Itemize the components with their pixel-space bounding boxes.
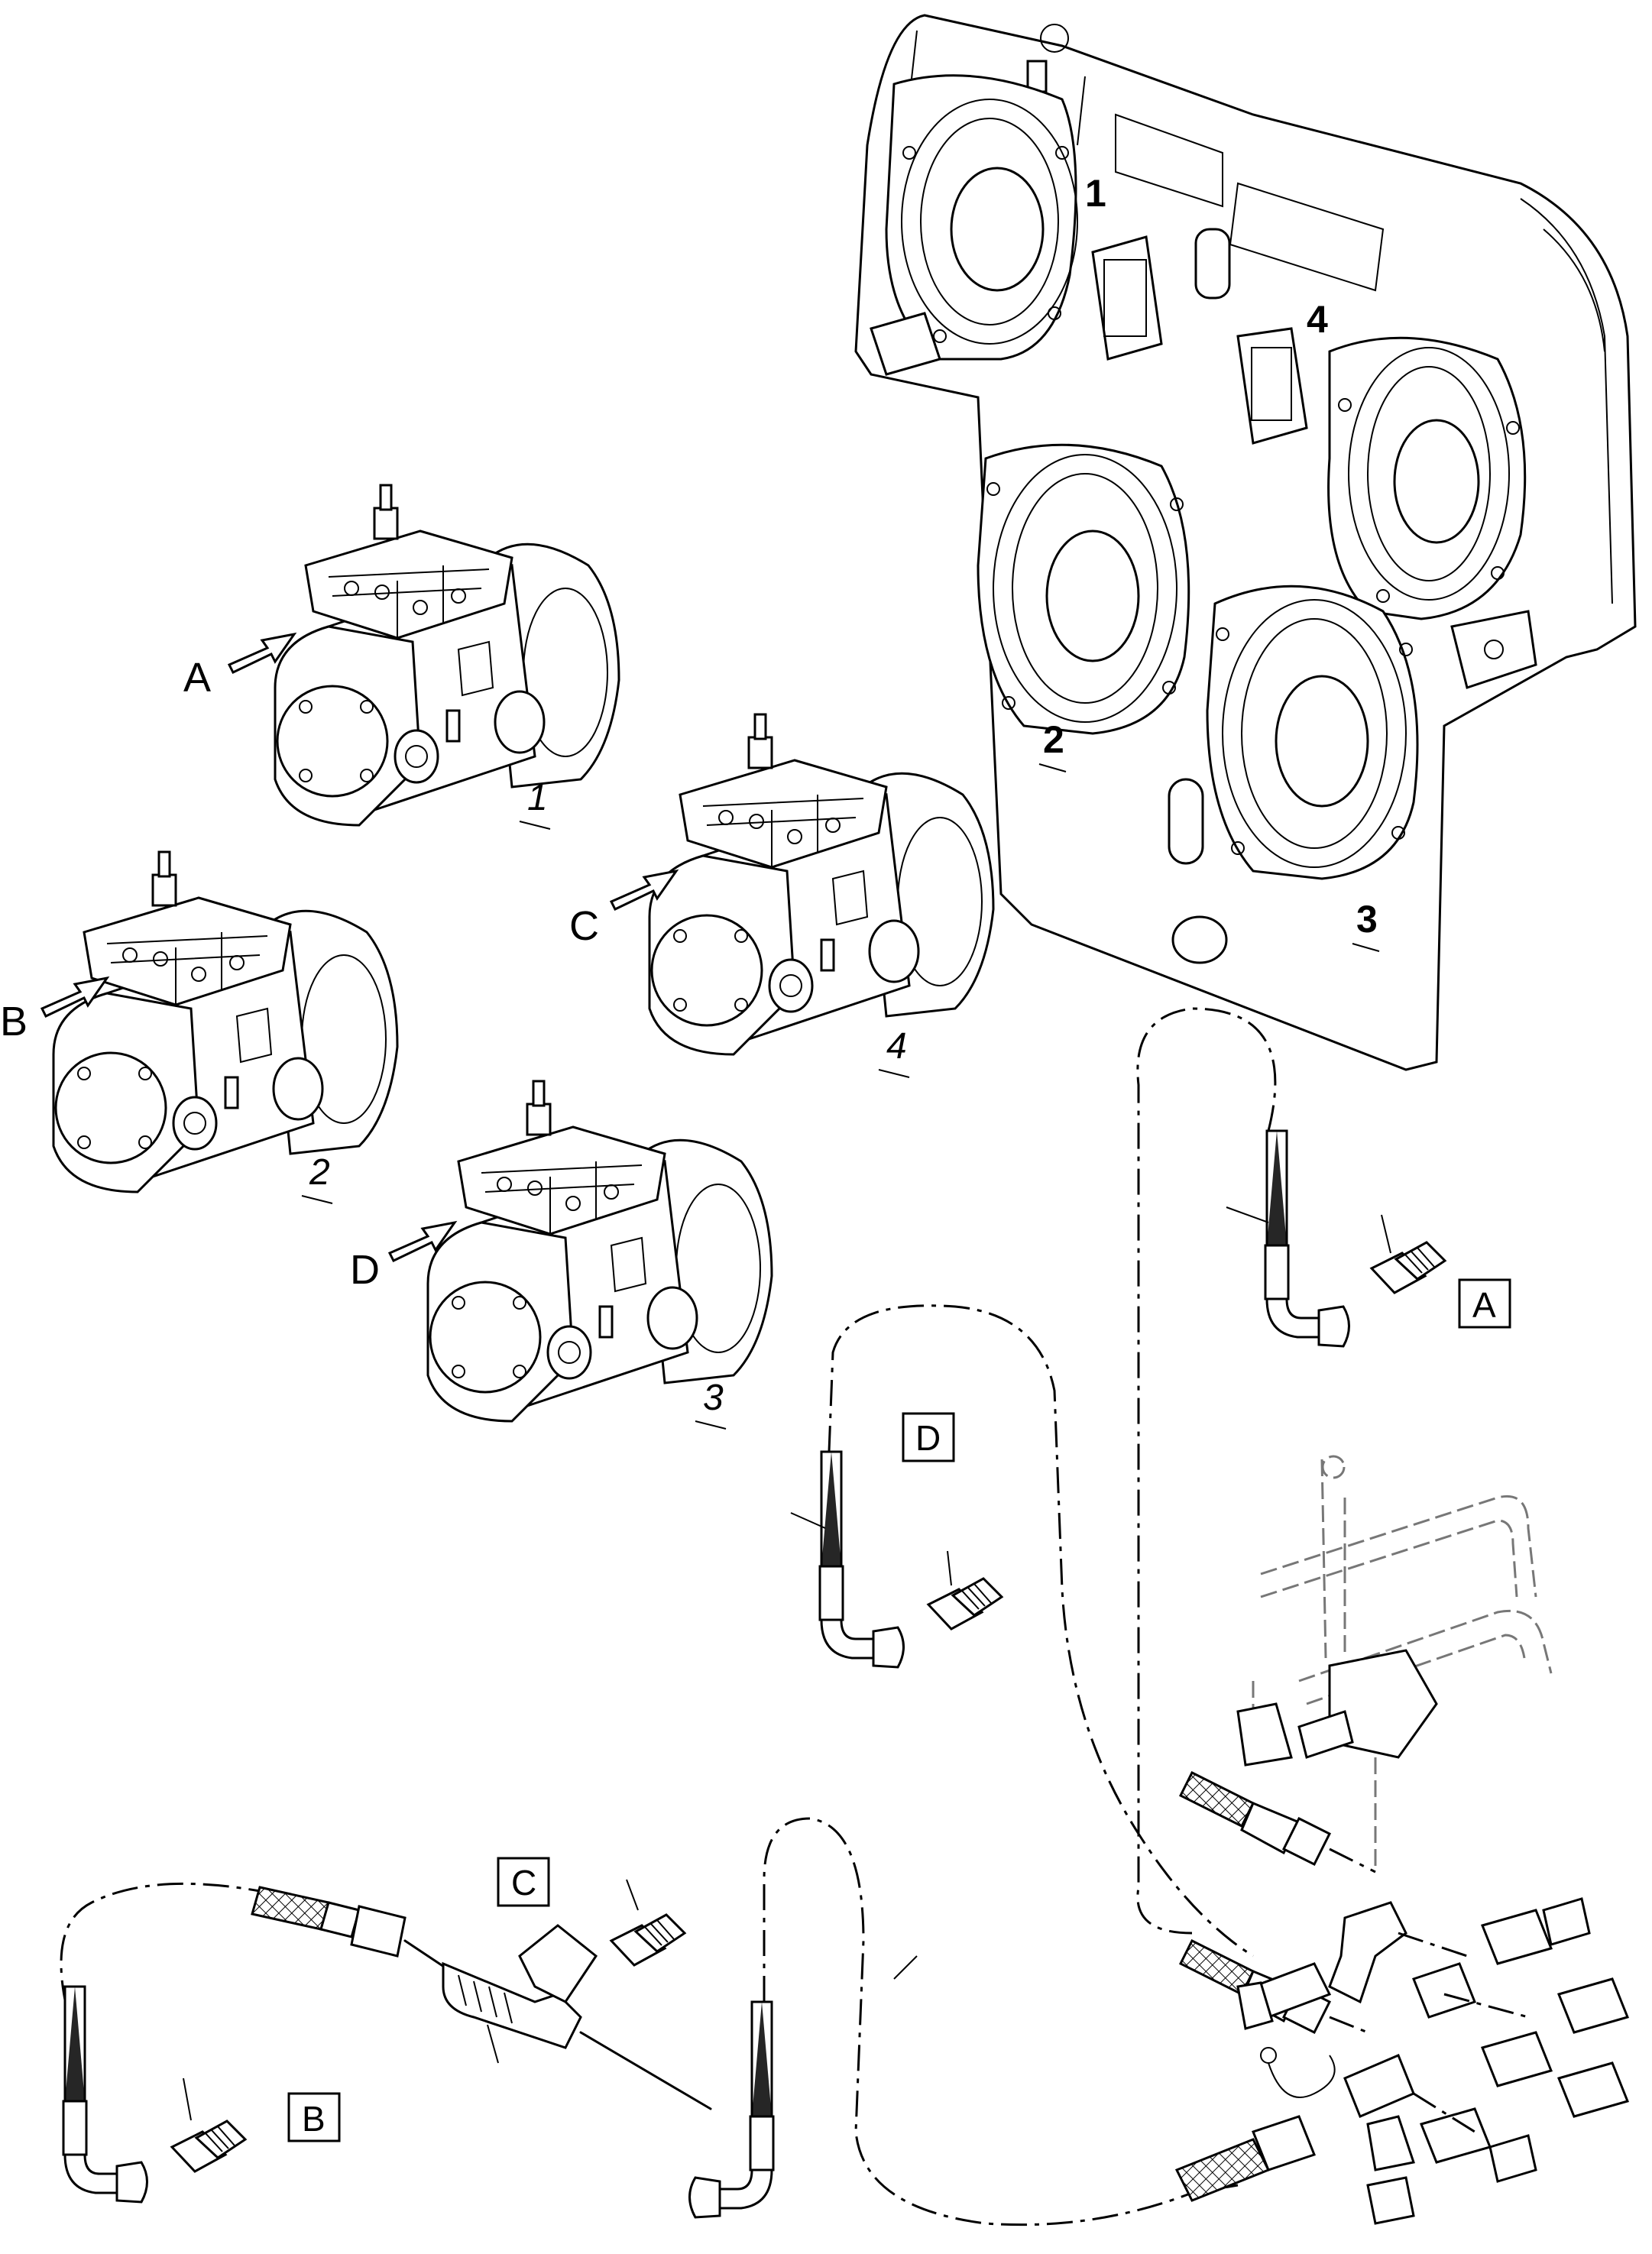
gearbox-port-label-4: 4 xyxy=(1307,298,1328,341)
pump-arrow-label: B xyxy=(0,999,28,1044)
pump-arrow-label: D xyxy=(350,1247,380,1293)
pump-arrow-label: C xyxy=(569,903,599,949)
hose-assembly-b-c: C B xyxy=(60,1817,1316,2226)
hose-assembly-a: A xyxy=(1136,1007,1511,1935)
pump-drive-gearbox: 1 2 3 4 xyxy=(854,14,1637,1071)
pump-number: 4 xyxy=(886,1026,907,1067)
pump-unit-4: C 4 xyxy=(569,713,995,1078)
pump-arrow-label: A xyxy=(183,655,211,701)
callout-box-b xyxy=(287,2092,341,2142)
fitting-manifold xyxy=(1178,1455,1630,2225)
arrow-icon xyxy=(227,632,297,674)
callout-box-a xyxy=(1458,1278,1511,1329)
gearbox-port-label-1: 1 xyxy=(1085,172,1106,215)
callout-label: B xyxy=(302,2099,326,2139)
gearbox-port-3 xyxy=(1206,585,1419,880)
tee-fitting xyxy=(403,1924,712,2110)
callout-label: D xyxy=(915,1418,941,1458)
arrow-icon xyxy=(40,976,110,1018)
callout-label: A xyxy=(1472,1285,1496,1325)
hose-assembly-d: D xyxy=(790,1304,1254,1958)
pump-unit-2: B 2 xyxy=(0,850,399,1204)
callout-box-c xyxy=(497,1857,550,1907)
callout-box-d xyxy=(902,1412,955,1462)
callout-label: C xyxy=(511,1863,536,1903)
arrow-icon xyxy=(609,869,679,911)
pump-unit-1: A 1 xyxy=(183,484,620,830)
pump-number: 1 xyxy=(527,778,548,818)
gearbox-port-label-3: 3 xyxy=(1356,898,1378,941)
gearbox-port-2 xyxy=(977,443,1190,735)
gearbox-port-1 xyxy=(885,74,1163,361)
pump-number: 2 xyxy=(309,1152,330,1193)
pump-unit-3: D 3 xyxy=(350,1080,773,1430)
arrow-icon xyxy=(387,1220,458,1262)
gearbox-port-4 xyxy=(1236,327,1527,620)
pump-number: 3 xyxy=(703,1378,724,1418)
gearbox-port-label-2: 2 xyxy=(1043,718,1064,761)
